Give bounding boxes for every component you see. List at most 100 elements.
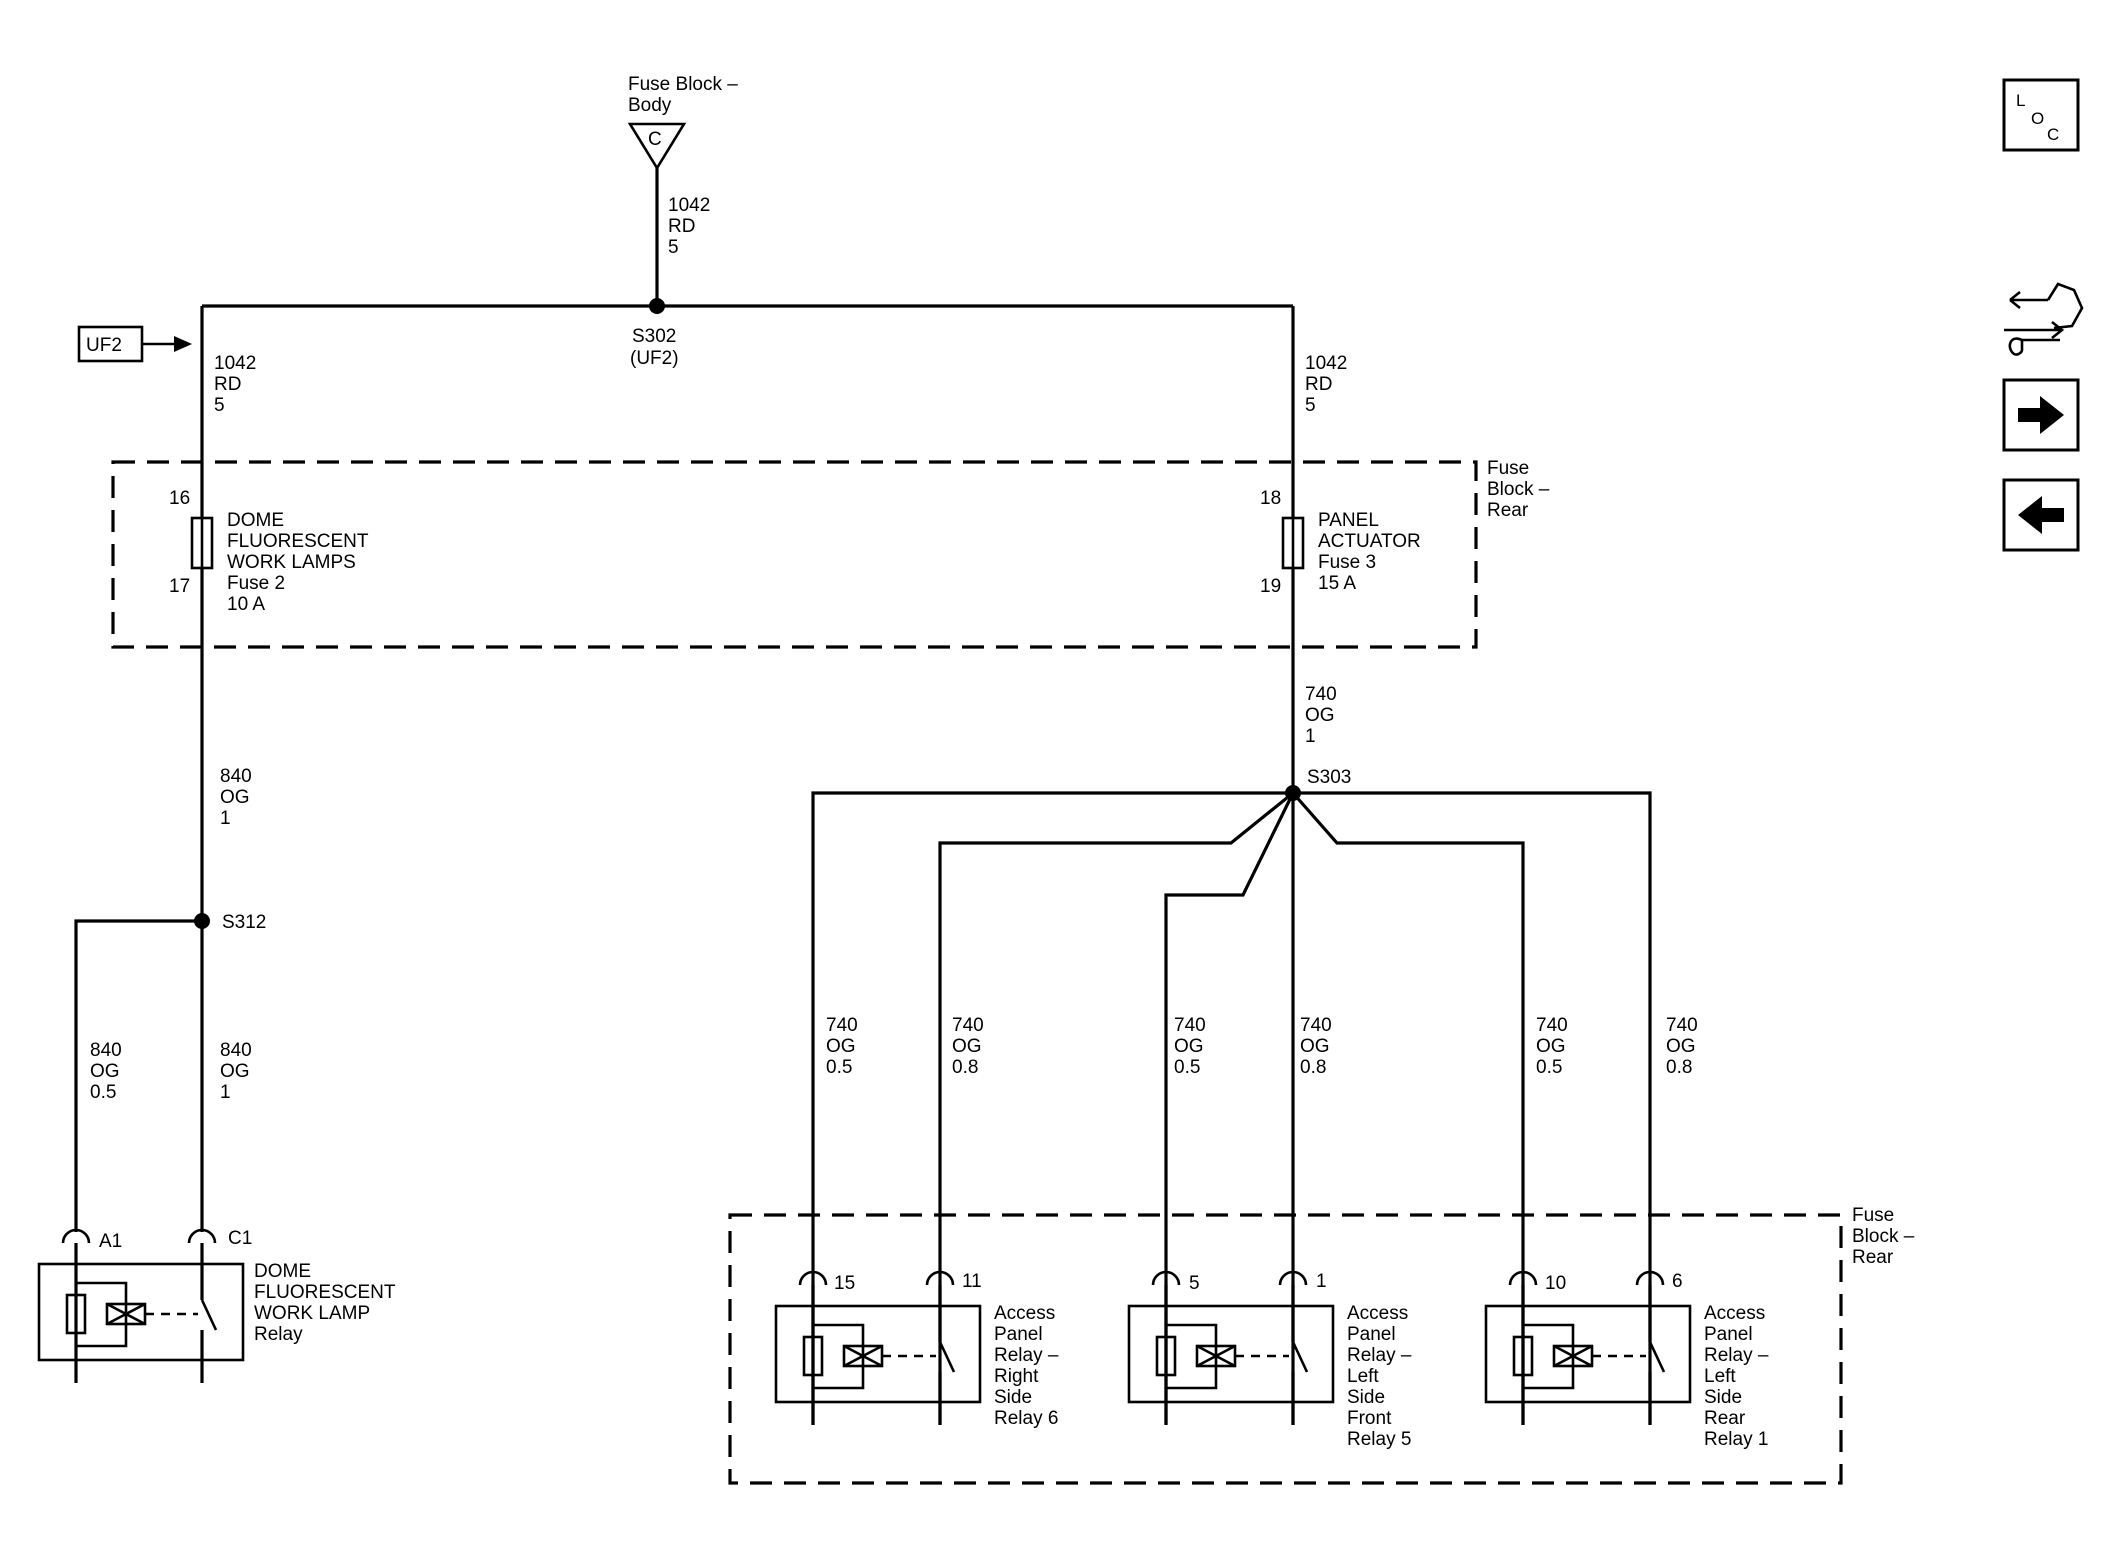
relay-5-pin-a: 5	[1189, 1273, 1200, 1294]
wrench-outline	[2008, 337, 2060, 356]
wire-840-a-label: 840 OG 0.5	[90, 1040, 122, 1103]
wire-left-top-size: 5	[214, 395, 225, 416]
dome-relay-resistor-icon	[65, 1293, 87, 1335]
relay-1-line-5: Side	[1704, 1387, 1742, 1408]
relay-6-line-2: Panel	[994, 1324, 1043, 1345]
branch-6-size: 0.8	[1666, 1057, 1692, 1078]
wire-740-main-color: OG	[1305, 705, 1335, 726]
branch-wire-1	[811, 791, 1293, 1425]
relay-6-coil-x2	[843, 1344, 883, 1368]
relay-5-pin-b: 1	[1316, 1271, 1327, 1292]
fuse-2-line-4: Fuse 2	[227, 573, 285, 594]
branch-4-size: 0.8	[1300, 1057, 1326, 1078]
top-feed-connector: C	[648, 129, 662, 150]
connector-view-button[interactable]	[2004, 282, 2084, 356]
branch-1-size: 0.5	[826, 1057, 852, 1078]
loc-letter-o: O	[2031, 109, 2044, 128]
connector-a1-icon	[61, 1228, 91, 1244]
fuse-block-lower-label: Fuse Block – Rear	[1852, 1205, 1915, 1268]
fuse-3-pin-in: 18	[1260, 488, 1281, 509]
access-panel-relay-left-side-front: 5 1 Access Panel Relay – Left Side Front…	[1127, 1270, 1412, 1450]
dome-relay-line-4: Relay	[254, 1324, 303, 1345]
relay-1-resistor-icon	[1512, 1335, 1534, 1377]
dome-relay-coil-x2	[106, 1302, 146, 1326]
relay-6-line-6: Relay 6	[994, 1408, 1058, 1429]
relay-1-pin-a: 10	[1545, 1273, 1566, 1294]
top-feed: Fuse Block – Body C	[627, 74, 738, 171]
fuse-block-upper-label-3: Rear	[1487, 500, 1529, 521]
relay-1-coil-x2	[1553, 1344, 1593, 1368]
dome-relay-switch-icon	[200, 1299, 218, 1331]
relay-6-coil-loop	[813, 1323, 865, 1390]
branch-3-size: 0.5	[1174, 1057, 1200, 1078]
fuse-block-upper-outline	[111, 460, 1478, 649]
relay-5-resistor-icon	[1155, 1335, 1177, 1377]
relay-5-line-1: Access	[1347, 1303, 1408, 1324]
access-panel-relay-left-side-rear: 10 6 Access Panel Relay – Left Side Rear…	[1484, 1270, 1769, 1450]
relay-6-pin-a: 15	[834, 1273, 855, 1294]
connector-15-icon	[798, 1270, 828, 1286]
wire-840-a-size: 0.5	[90, 1082, 116, 1103]
relay-5-line-7: Relay 5	[1347, 1429, 1411, 1450]
relay-6-box	[774, 1304, 982, 1404]
wire-840-branch	[74, 919, 202, 1232]
fuse-3-pin-out: 19	[1260, 576, 1281, 597]
previous-page-button[interactable]	[2002, 478, 2080, 552]
fuse-block-upper-label-2: Block –	[1487, 479, 1550, 500]
loc-letter-c: C	[2047, 125, 2059, 144]
relay-6-line-1: Access	[994, 1303, 1055, 1324]
fuse-3: 18 19 PANEL ACTUATOR Fuse 3 15 A	[1260, 488, 1421, 597]
relay-5-switch-icon	[1291, 1341, 1309, 1373]
relay-5-coil-x2	[1196, 1344, 1236, 1368]
uf2-reference[interactable]: UF2	[77, 325, 192, 363]
connector-11-icon	[925, 1270, 955, 1286]
relay-1-line-7: Relay 1	[1704, 1429, 1768, 1450]
relay-1-line-6: Rear	[1704, 1408, 1746, 1429]
relay-6-switch-icon	[938, 1341, 956, 1373]
relay-5-line-4: Left	[1347, 1366, 1379, 1387]
loc-button[interactable]: L O C	[2002, 78, 2080, 152]
fuse-block-lower-label-2: Block –	[1852, 1226, 1915, 1247]
wire-840-a-circuit: 840	[90, 1040, 122, 1061]
splice-s302-name: S302	[632, 326, 676, 347]
connector-arrow-head	[2051, 320, 2065, 340]
wire-right-top-color: RD	[1305, 374, 1332, 395]
connector-6-icon	[1635, 1270, 1665, 1286]
wire-left-top-label: 1042 RD 5	[214, 353, 256, 416]
fuse-block-lower-label-3: Rear	[1852, 1247, 1894, 1268]
relay-6-pin-b: 11	[962, 1271, 982, 1292]
branch-4-color: OG	[1300, 1036, 1330, 1057]
splice-s303-name: S303	[1307, 767, 1351, 788]
top-feed-label-2: Body	[628, 95, 672, 116]
next-page-button[interactable]	[2002, 378, 2080, 452]
relay-1-line-4: Left	[1704, 1366, 1736, 1387]
wire-740-main-size: 1	[1305, 726, 1316, 747]
branch-wire-2	[938, 791, 1295, 1425]
relay-1-pin-b: 6	[1672, 1271, 1683, 1292]
wire-840-main-circuit: 840	[220, 766, 252, 787]
branch-1-color: OG	[826, 1036, 856, 1057]
wire-top-color: RD	[668, 216, 695, 237]
branch-6-color: OG	[1666, 1036, 1696, 1057]
fuse-3-line-2: ACTUATOR	[1318, 531, 1421, 552]
branch-1-circuit: 740	[826, 1015, 858, 1036]
relay-5-line-5: Side	[1347, 1387, 1385, 1408]
wire-740-main-label: 740 OG 1	[1305, 684, 1337, 747]
dome-relay-line-3: WORK LAMP	[254, 1303, 370, 1324]
relay-5-coil-loop	[1166, 1323, 1218, 1390]
wire-840-main-color: OG	[220, 787, 250, 808]
fuse-3-line-4: 15 A	[1318, 573, 1356, 594]
relay-5-line-6: Front	[1347, 1408, 1392, 1429]
dome-relay-line-1: DOME	[254, 1261, 311, 1282]
splice-s312-name: S312	[222, 912, 266, 933]
access-panel-relay-right-side: 15 11 Access Panel Relay – Right Side Re…	[774, 1270, 1059, 1429]
connector-arrow-left	[2009, 290, 2048, 310]
arrow-right-icon	[174, 336, 192, 352]
branch-3-color: OG	[1174, 1036, 1204, 1057]
fuse-2-line-2: FLUORESCENT	[227, 531, 369, 552]
wire-840-b-circuit: 840	[220, 1040, 252, 1061]
loc-letter-l: L	[2016, 91, 2025, 110]
wire-top-label: 1042 RD 5	[668, 195, 710, 258]
connector-5-icon	[1151, 1270, 1181, 1286]
